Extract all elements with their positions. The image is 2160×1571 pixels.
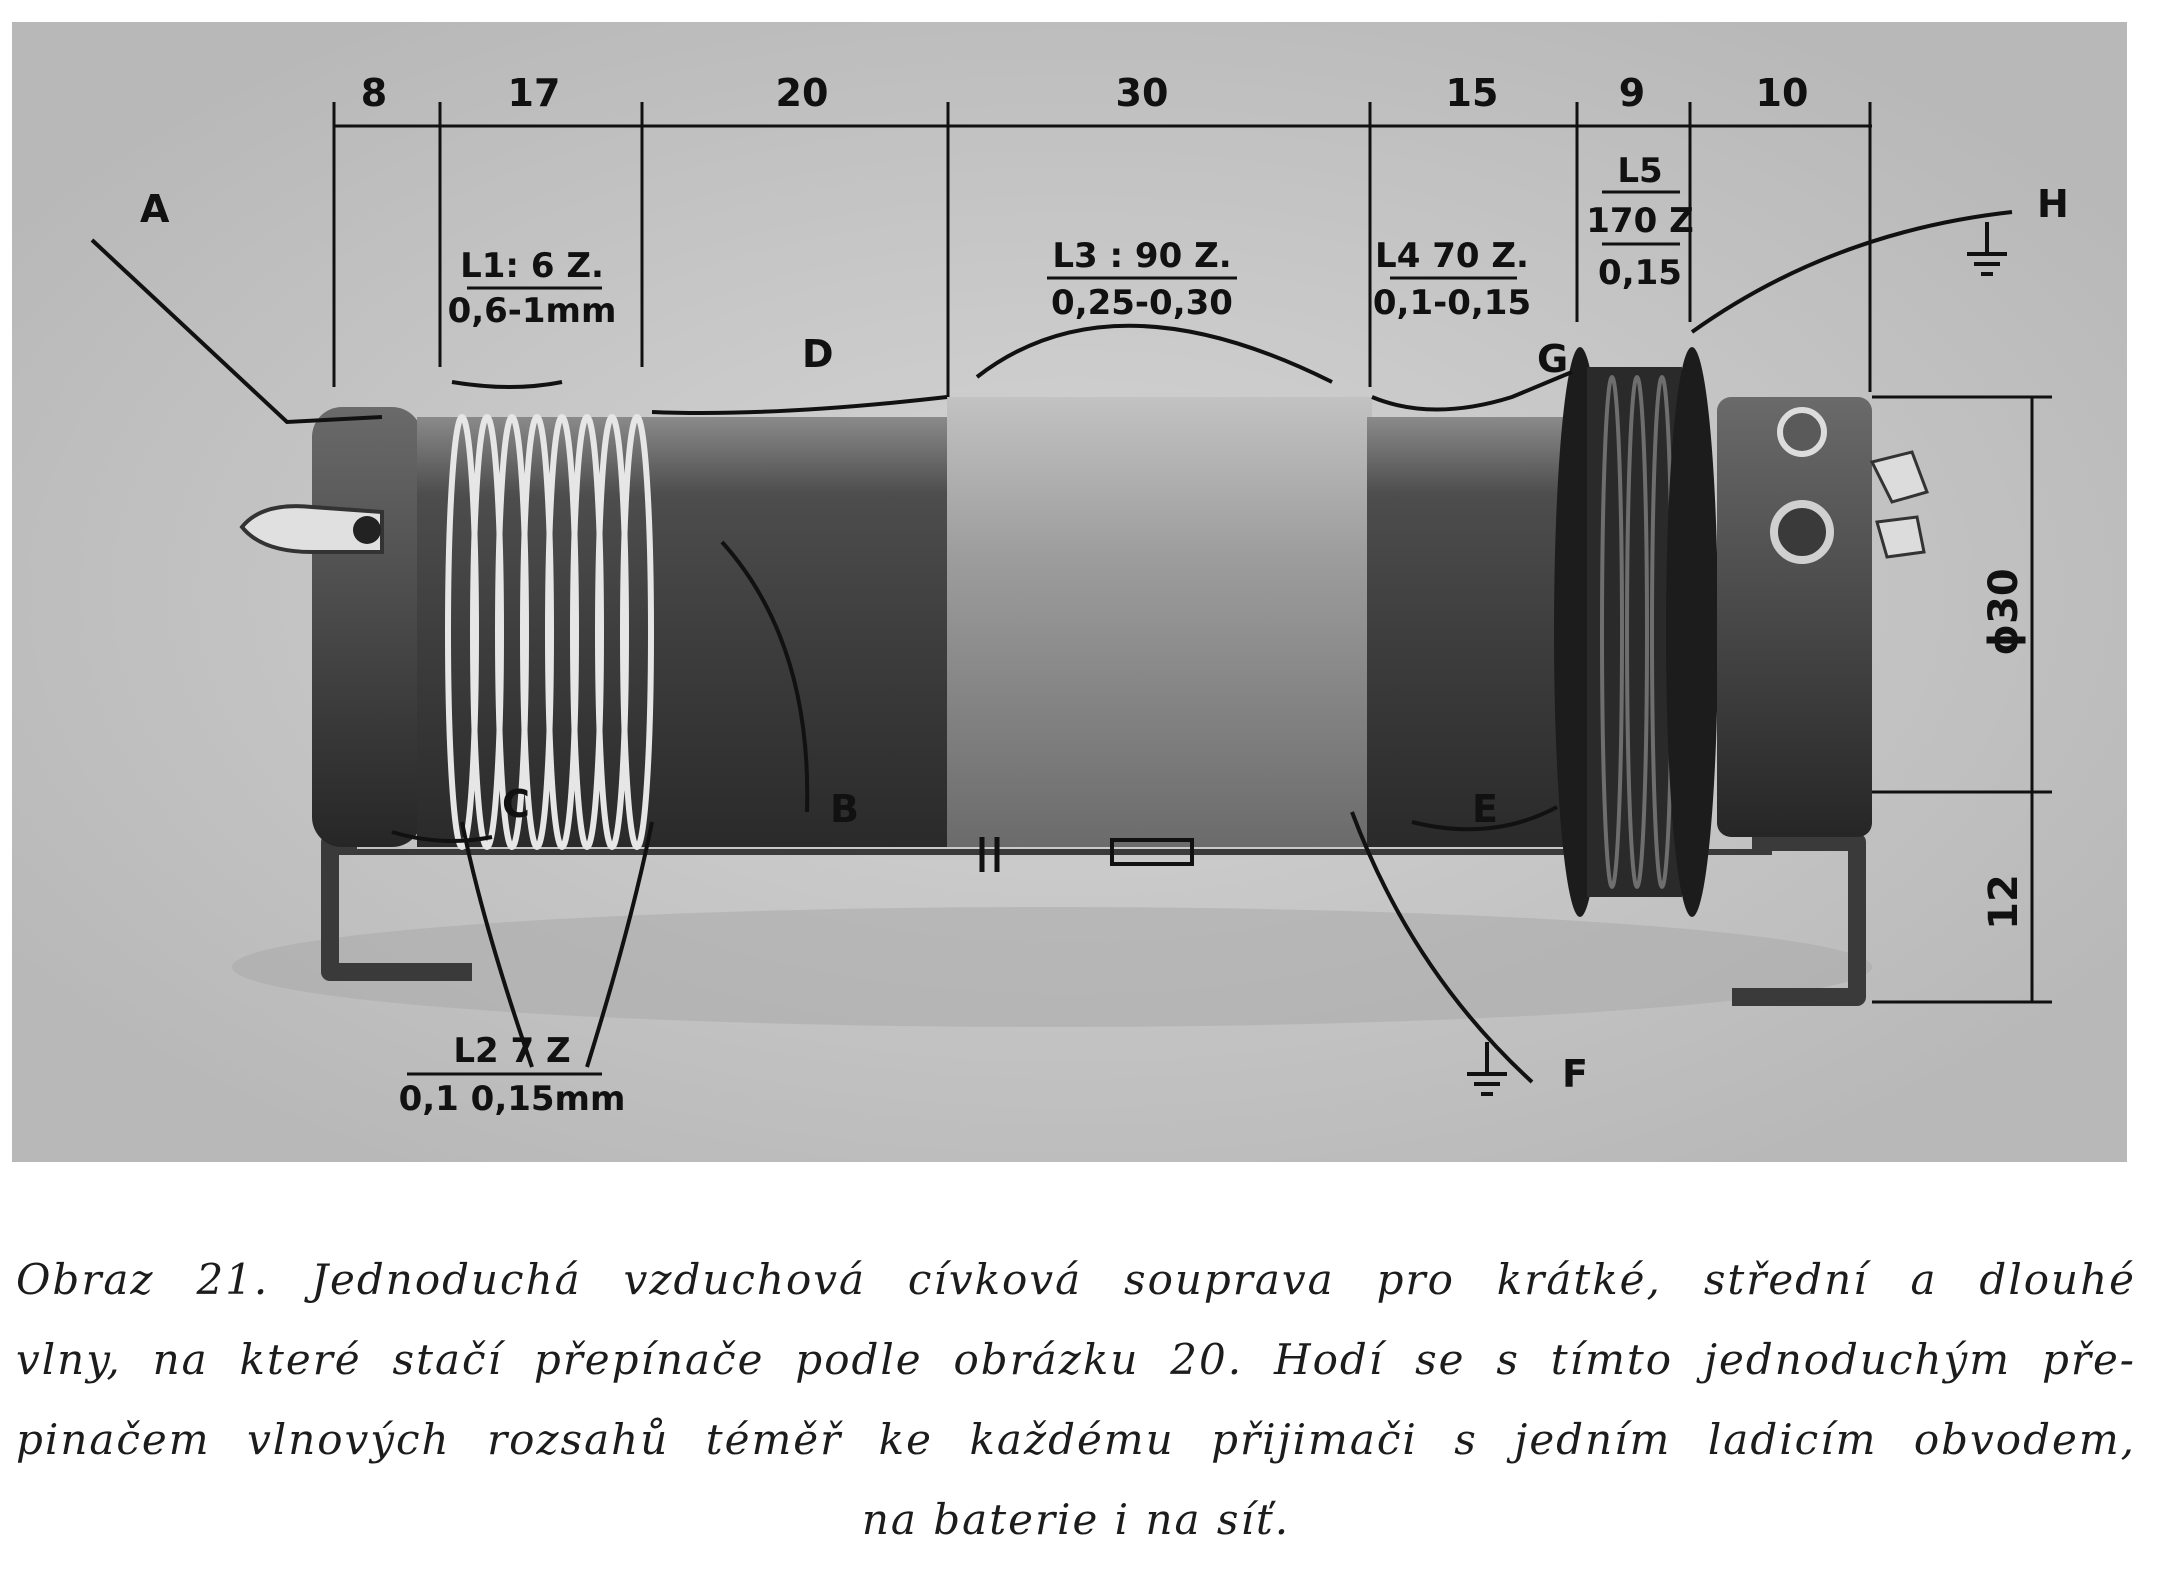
label-l3: L3 : 90 Z. 0,25-0,30 [1047,236,1237,323]
dim-17: 17 [508,71,561,115]
mounting-hole-side [1770,500,1834,564]
point-h: H [2037,182,2069,226]
label-l4: L4 70 Z. 0,1-0,15 [1373,236,1531,323]
l5-name: L5 [1617,151,1662,191]
dim-30: 30 [1116,71,1169,115]
coil-photo: 8 17 20 30 15 9 10 ϕ30 12 [12,22,2127,1162]
dimension-line [332,102,2052,1004]
caption-line-3: pinačem vlnových rozsahů téměř ke každém… [16,1415,2136,1464]
dim-20: 20 [776,71,829,115]
point-g: G [1537,337,1568,381]
figure-caption: Obraz 21. Jednoduchá vzduchová cívková s… [16,1240,2136,1560]
l4-wire: 0,1-0,15 [1373,283,1531,323]
coil-former-l4 [1367,417,1582,847]
coil-winding-l1 [445,414,654,850]
lead-wires [90,210,2013,1084]
diameter-label: ϕ30 [1981,568,2027,656]
lug-hole [353,516,381,544]
dim-9: 9 [1619,71,1645,115]
l1-name: L1: 6 Z. [460,246,604,286]
l5-wire: 0,15 [1598,253,1682,293]
l3-wire: 0,25-0,30 [1051,283,1233,323]
coil-winding-l3 [947,397,1372,847]
caption-line-2: vlny, na které stačí přepínače podle obr… [16,1335,2136,1384]
l4-name: L4 70 Z. [1375,236,1529,276]
foot-height-label: 12 [1981,874,2027,930]
l1-wire: 0,6-1mm [448,291,617,331]
point-a: A [140,187,170,231]
ground-icon-bottom [1467,1042,1507,1096]
point-f: F [1562,1052,1588,1096]
capacitor-icon [979,837,1000,872]
coil-former-l1-l2 [417,417,957,847]
right-end-cap [1717,397,1872,837]
ground-icon-top [1967,222,2007,276]
point-d: D [802,332,834,376]
l5-turns: 170 Z [1586,201,1693,241]
caption-line-4: na baterie i na síť. [861,1495,1291,1544]
dim-15: 15 [1446,71,1499,115]
label-l2: L2 7 Z 0,1 0,15mm [399,1031,626,1119]
label-l5: L5 170 Z 0,15 [1586,151,1693,293]
coil-figure: 8 17 20 30 15 9 10 ϕ30 12 [12,22,2127,1162]
left-end-cap [312,407,422,847]
flange-right [1666,347,1718,917]
point-c: C [502,782,530,826]
point-b: B [830,787,859,831]
resistor-icon [1110,838,1194,866]
caption-line-1: Obraz 21. Jednoduchá vzduchová cívková s… [16,1255,2136,1304]
dim-10: 10 [1756,71,1809,115]
mounting-hole-top [1777,407,1827,457]
terminal-lugs [1869,450,1929,559]
dim-8: 8 [361,71,387,115]
label-l1: L1: 6 Z. 0,6-1mm [448,246,617,331]
l2-name: L2 7 Z [453,1031,570,1071]
l2-wire: 0,1 0,15mm [399,1079,626,1119]
point-e: E [1472,787,1498,831]
l3-name: L3 : 90 Z. [1052,236,1231,276]
solder-lug [239,504,384,554]
